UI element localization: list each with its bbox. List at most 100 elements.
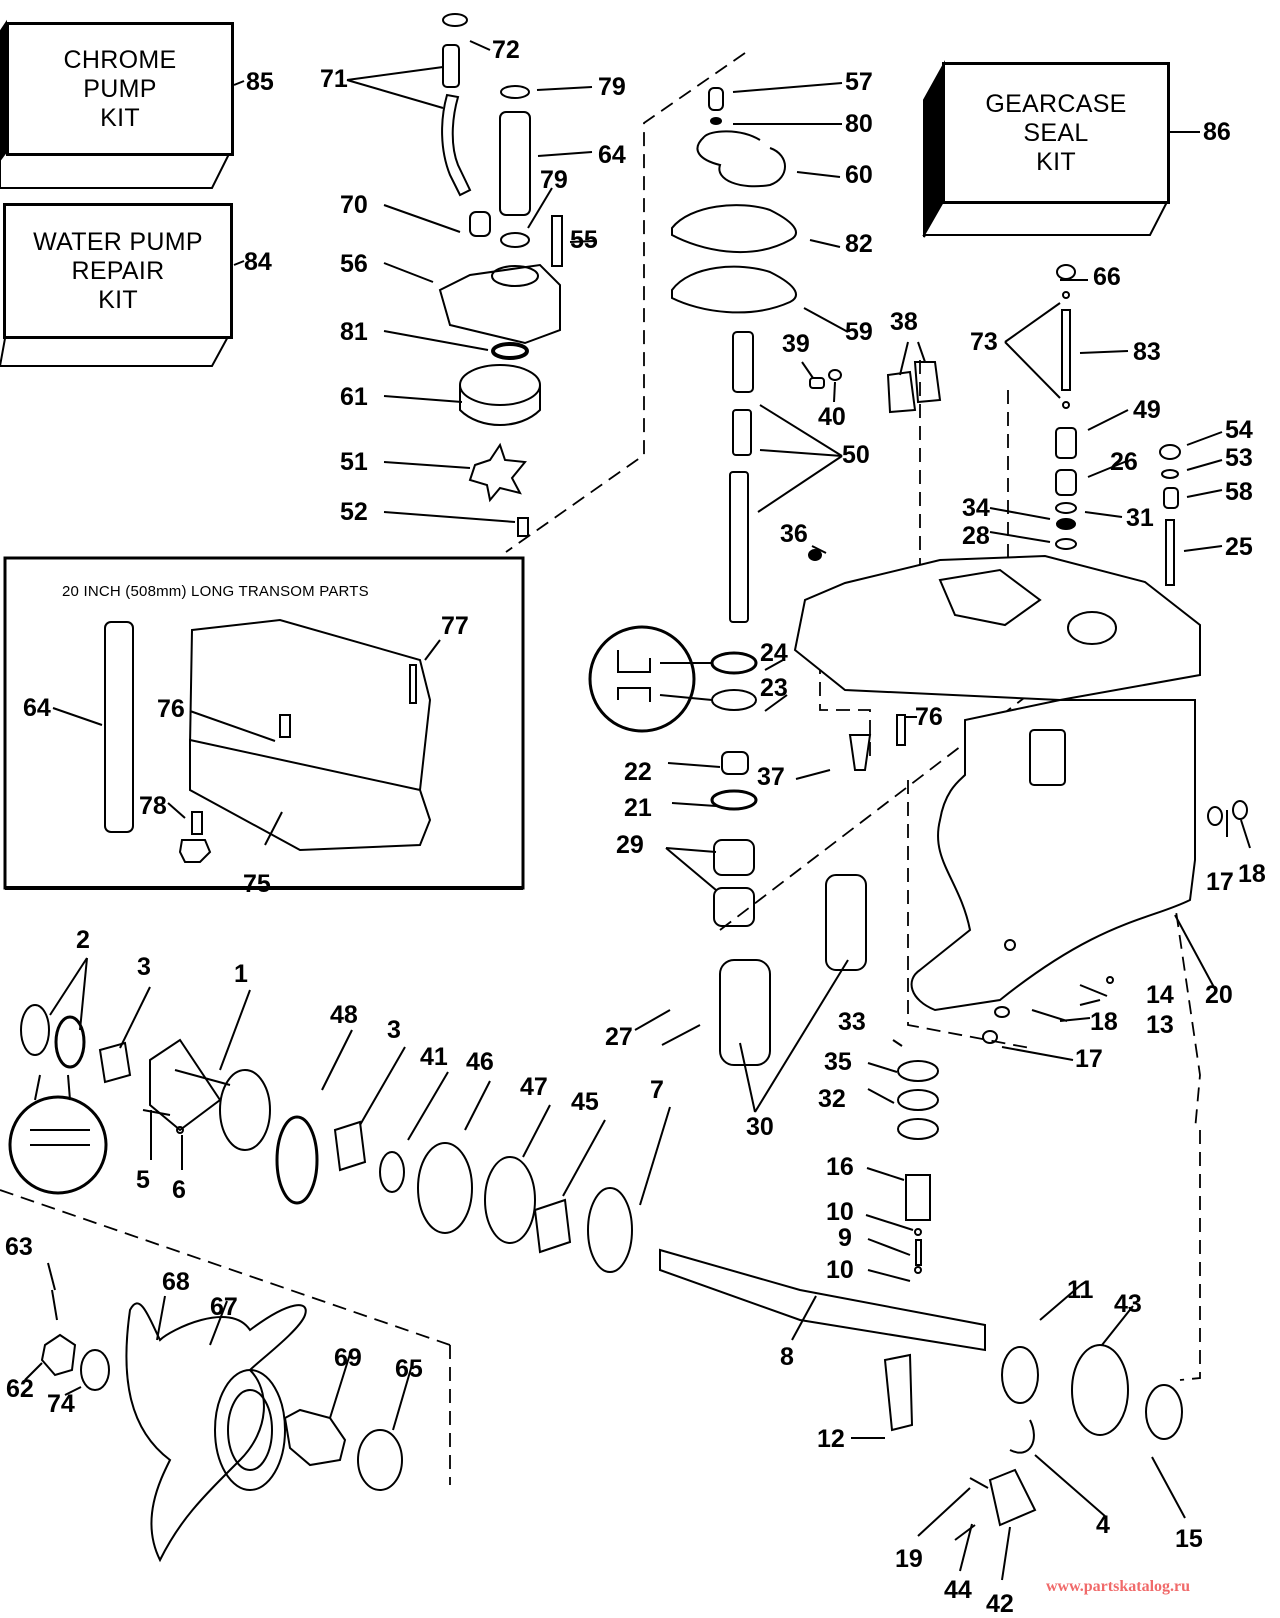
part-callout: 47 [520,1073,548,1101]
part-callout: 17 [1206,868,1234,896]
part-callout: 62 [6,1375,34,1403]
part-callout: 82 [845,230,873,258]
part-callout: 71 [320,65,348,93]
part-callout: 64 [23,694,51,722]
part-callout: 69 [334,1344,362,1372]
part-callout: 75 [243,870,271,898]
gearcase-housing [793,554,1201,1012]
part-callout: 2 [76,926,90,954]
part-callout: 64 [598,141,626,169]
part-callout: 79 [598,73,626,101]
part-callout: 12 [817,1425,845,1453]
propeller-parts [40,1289,403,1563]
part-callout: 28 [962,522,990,550]
leader-lines [24,40,1251,1581]
kit-text: REPAIR [71,256,165,285]
prop-shaft-parts [20,1004,1183,1541]
part-callout: 42 [986,1590,1014,1618]
part-callout: 54 [1225,416,1253,444]
part-callout: 76 [915,703,943,731]
watermark: www.partskatalog.ru [1046,1578,1191,1595]
part-callout: 25 [1225,533,1253,561]
part-callout: 36 [780,520,808,548]
part-callout: 18 [1238,860,1266,888]
part-callout: 11 [1067,1276,1094,1304]
part-callout: 83 [1133,338,1161,366]
part-callout: 77 [441,612,469,640]
inset-title: 20 INCH (508mm) LONG TRANSOM PARTS [62,583,369,600]
part-callout: 17 [1075,1045,1103,1073]
part-callout: 78 [139,792,167,820]
part-callout: 81 [340,318,368,346]
long-transom-inset [3,556,525,890]
part-callout: 20 [1205,981,1233,1009]
part-callout: 67 [210,1293,238,1321]
part-callout: 14 [1146,981,1174,1009]
part-callout: 34 [962,494,990,522]
part-callout: 7 [650,1076,664,1104]
part-callout: 8 [780,1343,794,1371]
part-callout: 39 [782,330,810,358]
part-callout: 33 [838,1008,866,1036]
part-callout: 9 [838,1224,852,1252]
part-callout: 22 [624,758,652,786]
part-callout: 24 [760,639,788,667]
part-callout: 65 [395,1355,423,1383]
upper-right-parts [1055,264,1181,586]
kit-text: GEARCASE [985,89,1127,118]
part-callout: 3 [387,1016,401,1044]
part-callout: 30 [746,1113,774,1141]
part-callout: 10 [826,1198,854,1226]
part-callout: 37 [757,763,785,791]
part-callout: 55 [570,226,598,254]
part-callout: 60 [845,161,873,189]
part-callout: 21 [624,794,652,822]
part-callout: 52 [340,498,368,526]
part-callout: 51 [340,448,368,476]
part-callout: 23 [760,674,788,702]
part-callout: 56 [340,250,368,278]
kit-text: SEAL [1023,118,1089,147]
kit-text: KIT [1036,147,1076,176]
part-callout: 74 [47,1390,75,1418]
kit-text: PUMP [83,74,157,103]
seal-detail-callouts [8,625,713,1195]
part-callout: 38 [890,308,918,336]
part-callout: 46 [466,1048,494,1076]
part-callout: 3 [137,953,151,981]
chrome-pump-kit-label: CHROME PUMP KIT [6,22,234,156]
part-callout: 63 [5,1233,33,1261]
part-callout: 44 [944,1576,972,1604]
part-callout: 31 [1126,504,1154,532]
part-callout: 58 [1225,478,1253,506]
part-callout: 15 [1175,1525,1203,1553]
part-callout: 18 [1090,1008,1118,1036]
part-callout: 16 [826,1153,854,1181]
part-callout: 6 [172,1176,186,1204]
part-callout: 35 [824,1048,852,1076]
part-callout: 50 [842,441,870,469]
part-callout: 61 [340,383,368,411]
part-callout: 1 [234,960,248,988]
part-callout: 76 [157,695,185,723]
part-callout: 79 [540,166,568,194]
part-callout: 41 [420,1043,448,1071]
part-callout: 70 [340,191,368,219]
water-pump-parts [438,13,563,537]
part-callout: 43 [1114,1290,1142,1318]
part-callout: 48 [330,1001,358,1029]
part-callout: 66 [1093,263,1121,291]
kit-text: KIT [100,103,140,132]
part-callout: 53 [1225,444,1253,472]
part-callout: 80 [845,110,873,138]
kit-ref-85: 85 [246,68,274,96]
kit-ref-84: 84 [244,248,272,276]
water-pump-repair-kit-label: WATER PUMP REPAIR KIT [3,203,233,339]
kit-text: KIT [98,285,138,314]
kit-text: CHROME [63,45,177,74]
part-callout: 19 [895,1545,923,1573]
part-callout: 26 [1110,448,1138,476]
part-callout: 68 [162,1268,190,1296]
part-callout: 27 [605,1023,633,1051]
part-callout: 10 [826,1256,854,1284]
